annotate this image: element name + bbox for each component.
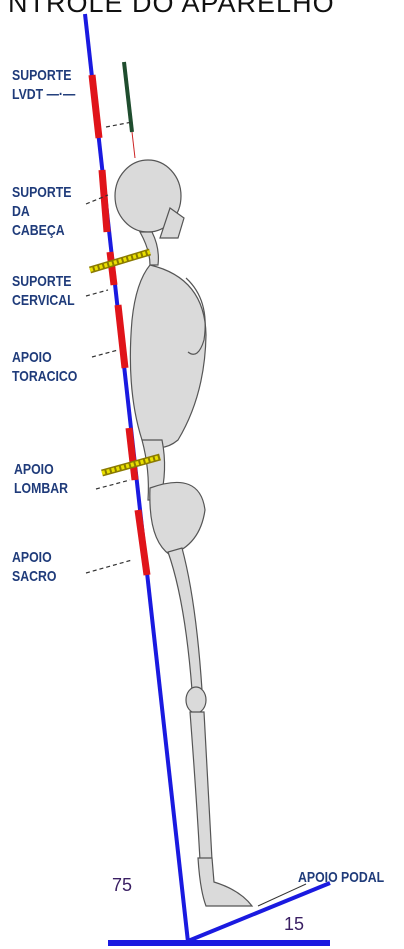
- label-lvdt-support: SUPORTE LVDT —·—: [12, 66, 75, 104]
- leader-cervical: [86, 290, 108, 296]
- pad-head: [102, 170, 107, 232]
- label-line: APOIO: [14, 460, 68, 479]
- tibia: [190, 712, 212, 860]
- pelvis: [150, 482, 205, 555]
- femur: [168, 548, 202, 690]
- label-line: SACRO: [12, 567, 56, 586]
- lvdt-sensor: [124, 62, 132, 132]
- foot-angle-label: 15: [284, 914, 304, 935]
- ribcage: [130, 265, 206, 448]
- label-line: CERVICAL: [12, 291, 75, 310]
- label-line: LVDT —·—: [12, 85, 75, 104]
- pad-cervical: [110, 252, 114, 285]
- label-foot-support: APOIO PODAL: [298, 868, 384, 887]
- leader-lumbar: [96, 480, 130, 489]
- label-sacral-support: APOIO SACRO: [12, 548, 56, 586]
- lvdt-wire: [132, 132, 135, 158]
- pad-sacral: [138, 510, 147, 575]
- pad-lvdt: [92, 75, 99, 138]
- leader-thoracic: [92, 350, 118, 357]
- label-line: TORACICO: [12, 367, 77, 386]
- label-cervical-support: SUPORTE CERVICAL: [12, 272, 75, 310]
- pad-lumbar: [129, 428, 135, 480]
- leader-sacral: [86, 560, 132, 573]
- label-head-support: SUPORTE DA CABEÇA: [12, 183, 71, 240]
- label-line: APOIO: [12, 548, 56, 567]
- pad-thoracic: [118, 305, 125, 368]
- label-thoracic-support: APOIO TORACICO: [12, 348, 77, 386]
- knee: [186, 687, 206, 713]
- frame-angle-label: 75: [112, 875, 132, 896]
- label-line: APOIO: [12, 348, 77, 367]
- neck-vertebrae: [140, 232, 158, 265]
- foot-bones: [198, 858, 252, 906]
- label-line: DA: [12, 202, 71, 221]
- label-line: CABEÇA: [12, 221, 71, 240]
- skeleton-figure: [115, 160, 252, 906]
- label-line: SUPORTE: [12, 183, 71, 202]
- label-line: SUPORTE: [12, 272, 75, 291]
- label-lumbar-support: APOIO LOMBAR: [14, 460, 68, 498]
- label-line: SUPORTE: [12, 66, 75, 85]
- label-line: LOMBAR: [14, 479, 68, 498]
- leader-lvdt: [106, 122, 132, 127]
